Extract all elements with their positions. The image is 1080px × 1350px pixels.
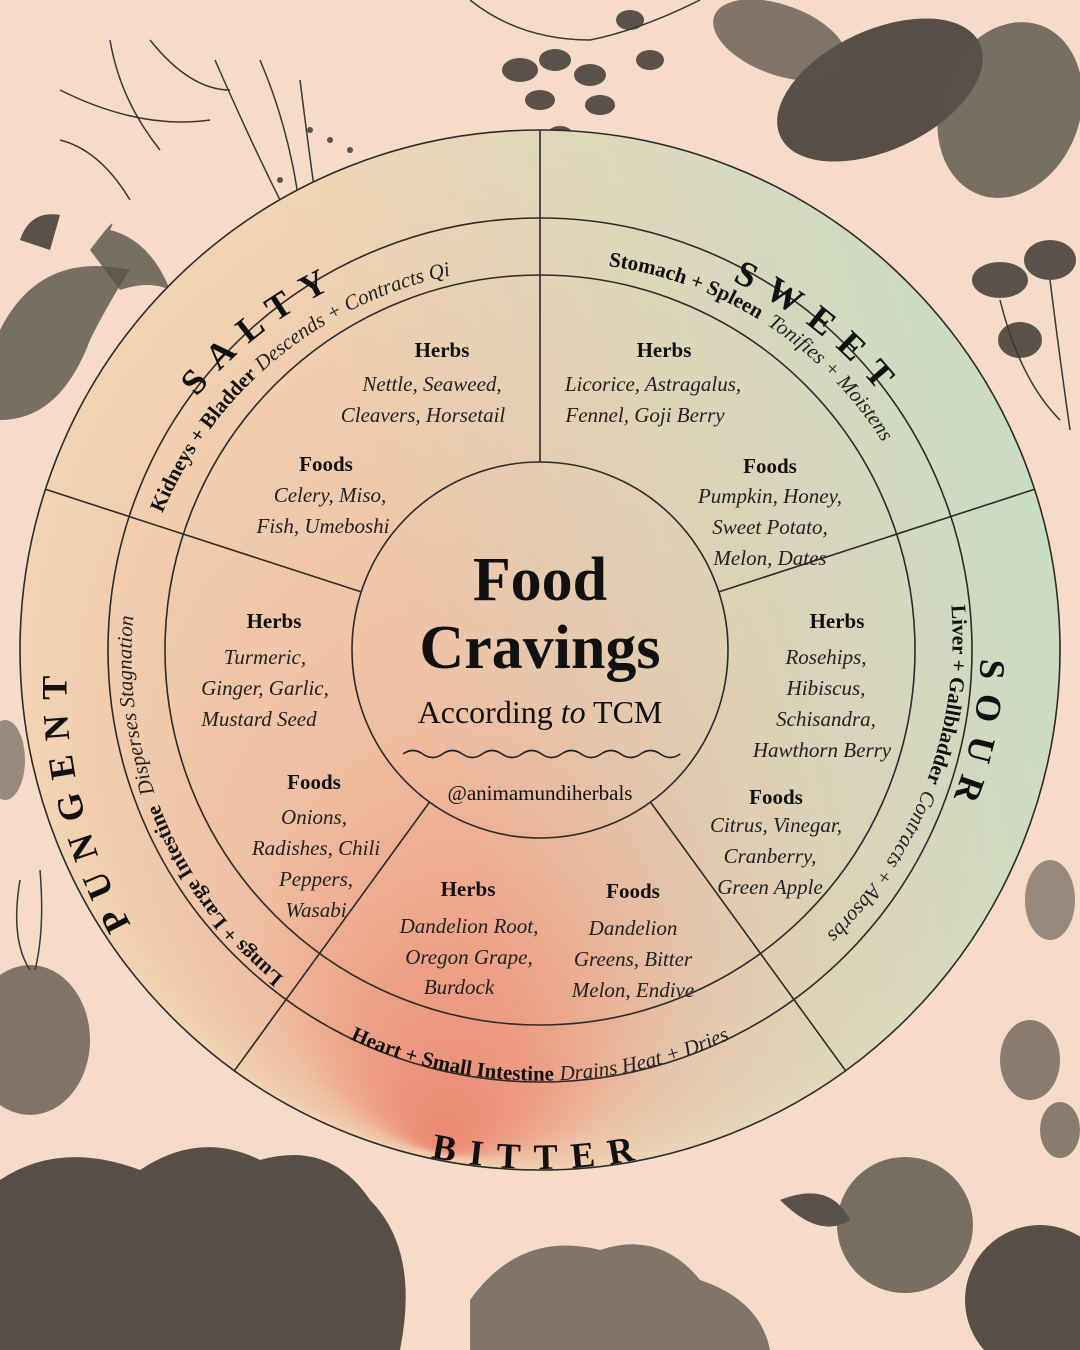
sour-herb-line: Rosehips,	[784, 645, 866, 669]
salty-food-line: Fish, Umeboshi	[256, 514, 390, 538]
sour-foods-heading: Foods	[749, 785, 803, 809]
sweet-foods-heading: Foods	[743, 454, 797, 478]
pungent-food-line: Peppers,	[278, 867, 353, 891]
salty-food-line: Celery, Miso,	[274, 483, 387, 507]
fish-illustration	[0, 214, 170, 420]
sour-herb-line: Hibiscus,	[786, 676, 866, 700]
segment-dividers	[45, 130, 1035, 1072]
salty-herb-line: Cleavers, Horsetail	[341, 403, 506, 427]
sour-herb-line: Schisandra,	[776, 707, 876, 731]
instagram-handle: @animamundiherbals	[448, 781, 633, 805]
sour-herb-line: Hawthorn Berry	[752, 738, 892, 762]
pungent-food-line: Onions,	[281, 805, 347, 829]
pungent-food-line: Radishes, Chili	[251, 836, 381, 860]
sour-food-line: Cranberry,	[724, 844, 817, 868]
wavy-divider	[402, 749, 681, 759]
sour-food-line: Citrus, Vinegar,	[710, 813, 842, 837]
pungent-foods-heading: Foods	[287, 770, 341, 794]
sweet-herb-line: Licorice, Astragalus,	[564, 372, 741, 396]
citrus-illustration	[780, 1157, 1080, 1350]
sweet-herbs-heading: Herbs	[637, 338, 692, 362]
sweet-potato-illustration	[713, 0, 1080, 198]
salty-herb-line: Nettle, Seaweed,	[361, 372, 501, 396]
sour-herbs-heading: Herbs	[810, 609, 865, 633]
fennel-illustration	[59, 39, 353, 231]
bitter-food-line: Dandelion	[588, 916, 678, 940]
sour-segment: Herbs Rosehips, Hibiscus, Schisandra, Ha…	[710, 609, 892, 899]
pungent-herb-line: Ginger, Garlic,	[201, 676, 329, 700]
bitter-herb-line: Oregon Grape,	[405, 945, 533, 969]
bitter-foods-heading: Foods	[606, 879, 660, 903]
salty-herbs-heading: Herbs	[415, 338, 470, 362]
center-title: Food Cravings According to TCM @animamun…	[402, 546, 681, 805]
title-line-1: Food	[473, 546, 607, 614]
title-line-2: Cravings	[419, 614, 660, 682]
subtitle: According to TCM	[418, 694, 663, 730]
pungent-herb-line: Mustard Seed	[200, 707, 317, 731]
bitter-herbs-heading: Herbs	[441, 877, 496, 901]
bitter-segment: Herbs Dandelion Root, Oregon Grape, Burd…	[399, 877, 695, 1002]
pungent-herb-line: Turmeric,	[224, 645, 306, 669]
bitter-food-line: Melon, Endive	[571, 978, 694, 1002]
hawthorn-illustration	[1000, 860, 1080, 1158]
sweet-segment: Herbs Licorice, Astragalus, Fennel, Goji…	[564, 338, 842, 570]
sweet-food-line: Sweet Potato,	[712, 515, 827, 539]
salty-segment: Herbs Nettle, Seaweed, Cleavers, Horseta…	[256, 338, 506, 538]
rosehip-illustration	[972, 240, 1076, 431]
bitter-herb-line: Dandelion Root,	[399, 914, 539, 938]
sour-food-line: Green Apple	[717, 875, 823, 899]
pungent-segment: Herbs Turmeric, Ginger, Garlic, Mustard …	[200, 609, 380, 922]
pungent-herbs-heading: Herbs	[247, 609, 302, 633]
pungent-food-line: Wasabi	[285, 898, 346, 922]
lettuce-illustration	[0, 1147, 770, 1350]
dates-illustration	[469, 0, 701, 144]
bitter-food-line: Greens, Bitter	[574, 947, 693, 971]
sweet-herb-line: Fennel, Goji Berry	[564, 403, 725, 427]
sweet-food-line: Pumpkin, Honey,	[697, 484, 842, 508]
garlic-illustration	[0, 720, 90, 1115]
sweet-food-line: Melon, Dates	[712, 546, 826, 570]
bitter-herb-line: Burdock	[424, 975, 495, 999]
salty-foods-heading: Foods	[299, 452, 353, 476]
